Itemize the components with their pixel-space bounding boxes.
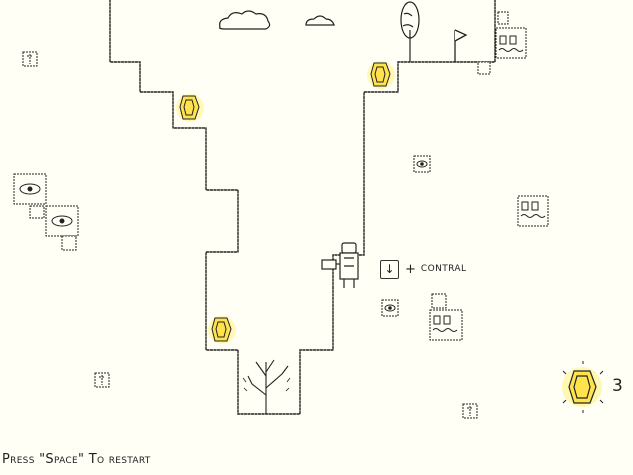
hud-coin-icon xyxy=(562,361,604,413)
cloud-small-icon xyxy=(305,15,335,26)
coin-icon xyxy=(176,94,204,122)
flag-icon xyxy=(454,29,468,62)
coin-counter: 3 xyxy=(562,362,632,412)
eye-tile-icon xyxy=(381,155,431,317)
hint-plus: + xyxy=(405,261,416,277)
terrain-right-wall xyxy=(332,0,496,289)
tree-icon xyxy=(400,1,420,62)
restart-instruction: Press "Space" To restart xyxy=(2,452,151,467)
cloud-icon xyxy=(219,10,271,30)
brick-block-icon xyxy=(477,11,527,75)
hint-action-label: CONTRAL xyxy=(420,264,467,274)
coin-count: 3 xyxy=(612,376,623,396)
terrain-left-wall xyxy=(109,0,334,415)
control-hint: ↓ + CONTRAL xyxy=(380,258,466,280)
bare-tree-icon xyxy=(242,359,291,414)
coin-icon xyxy=(367,61,395,89)
box-icon xyxy=(462,403,478,419)
player-character-icon xyxy=(321,242,359,288)
brick-block-icon xyxy=(429,195,549,341)
eye-block-icon xyxy=(13,173,79,251)
coin-icon xyxy=(208,316,236,344)
box-icon xyxy=(94,372,110,388)
down-arrow-key-icon: ↓ xyxy=(380,259,399,279)
box-icon xyxy=(22,51,38,67)
